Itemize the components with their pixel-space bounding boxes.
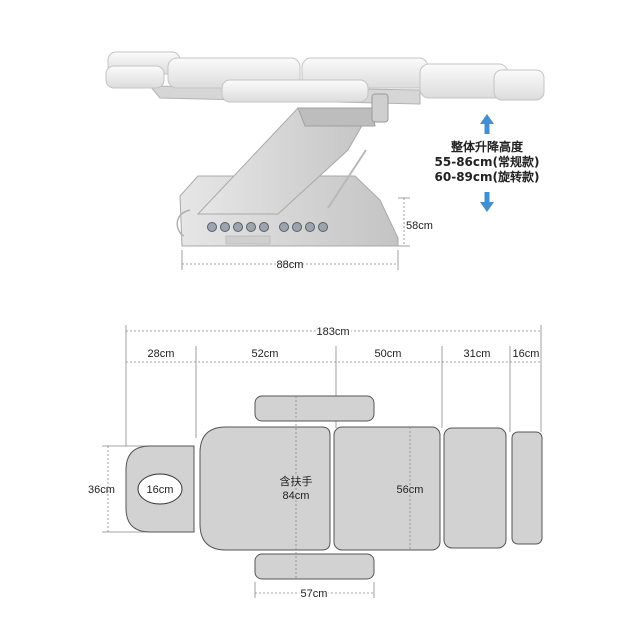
arrow-down-icon — [480, 192, 494, 212]
base-button[interactable] — [292, 222, 302, 232]
head-height-label: 36cm — [88, 484, 115, 496]
armrest-width-label: 84cm — [283, 490, 310, 502]
seat-width-label: 56cm — [397, 484, 424, 496]
actuator-rod — [327, 149, 367, 209]
top-seat-cushion — [333, 426, 441, 551]
armrest-included-label: 含扶手 — [280, 474, 313, 488]
total-length-label: 183cm — [316, 326, 349, 338]
side-view-chair — [105, 51, 545, 247]
base-button[interactable] — [259, 222, 269, 232]
lift-column — [196, 107, 373, 215]
side-headrest-lower — [105, 65, 165, 89]
top-armrest-lower — [254, 553, 375, 580]
segment-back-label: 52cm — [252, 348, 279, 360]
base-button[interactable] — [220, 222, 230, 232]
top-center-dashes — [295, 396, 411, 579]
top-armrest-upper — [254, 395, 375, 422]
base-vent-grille — [225, 235, 271, 245]
base-button[interactable] — [246, 222, 256, 232]
base-control-buttons — [207, 222, 328, 232]
lift-column-edge — [297, 107, 376, 127]
arrow-up-icon — [480, 114, 494, 134]
base-length-label: 88cm — [277, 259, 304, 271]
base-button[interactable] — [318, 222, 328, 232]
base-button[interactable] — [233, 222, 243, 232]
top-view-chair — [125, 395, 543, 580]
top-leg-cushion — [443, 427, 507, 549]
height-regular-spec: 55-86cm(常规款) — [435, 154, 540, 169]
top-dimension-lines — [102, 325, 542, 598]
base-height-label: 58cm — [406, 220, 433, 232]
height-rotary-spec: 60-89cm(旋转款) — [435, 169, 540, 184]
side-armrest — [221, 79, 369, 103]
power-cable — [176, 209, 191, 237]
top-inner-labels: 16cm 含扶手 84cm 56cm 57cm — [147, 473, 425, 603]
segment-leg-label: 31cm — [464, 348, 491, 360]
top-back-cushion — [199, 426, 331, 551]
side-dimension-lines — [181, 197, 410, 270]
base-button[interactable] — [305, 222, 315, 232]
hand-controller[interactable] — [371, 93, 389, 123]
segment-head-label: 28cm — [148, 348, 175, 360]
height-adjust-arrows — [480, 114, 494, 212]
base-button[interactable] — [207, 222, 217, 232]
face-hole — [137, 473, 183, 505]
height-title: 整体升降高度 — [450, 139, 524, 154]
top-foot-cushion — [511, 431, 543, 545]
segment-foot-label: 16cm — [513, 348, 540, 360]
face-hole-label: 16cm — [147, 484, 174, 496]
segment-seat-label: 50cm — [375, 348, 402, 360]
side-foot-cushion — [493, 69, 545, 101]
arm-length-label: 57cm — [301, 588, 328, 600]
top-dimension-labels: 183cm 28cm 52cm 50cm 31cm 16cm 36cm — [88, 324, 540, 496]
base-button[interactable] — [279, 222, 289, 232]
